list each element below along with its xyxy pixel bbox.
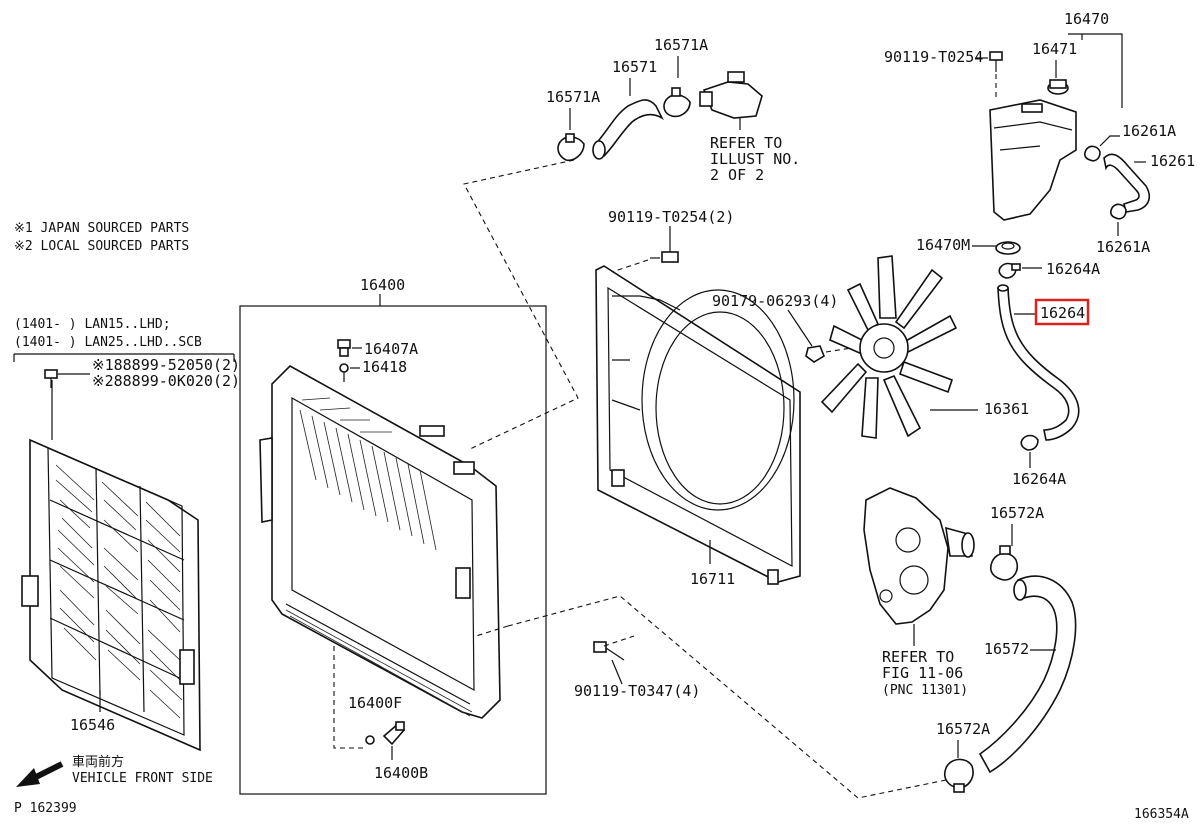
part-label-16711: 16711 bbox=[690, 570, 735, 588]
front-label-jp: 車両前方 bbox=[72, 754, 124, 770]
dashed-lower-hose-to-radiator bbox=[507, 595, 947, 799]
condition-lan25: (1401- ) LAN25..LHD..SCB bbox=[14, 335, 202, 350]
leader-90179-06293 bbox=[787, 309, 813, 347]
hose-clamp-16571a-left[interactable] bbox=[557, 133, 585, 162]
reservoir-cap-16471[interactable] bbox=[1047, 79, 1069, 95]
grille-panel-16546[interactable] bbox=[21, 438, 201, 752]
part-label-16400: 16400 bbox=[360, 276, 405, 294]
part-label-16572: 16572 bbox=[984, 640, 1029, 658]
hose-clamp-16264a-top[interactable] bbox=[998, 262, 1021, 279]
note-japan-sourced: ※1 JAPAN SOURCED PARTS bbox=[14, 221, 189, 236]
washer-16418[interactable] bbox=[339, 363, 349, 373]
radiator-16400[interactable] bbox=[259, 365, 501, 719]
radiator-cap-16407a[interactable] bbox=[337, 339, 351, 357]
condition-bracket bbox=[13, 353, 235, 362]
part-label-16470: 16470 bbox=[1064, 10, 1109, 28]
part-label-90119-t0254-2: 90119-T0254(2) bbox=[608, 208, 734, 226]
part-label-16471: 16471 bbox=[1032, 40, 1077, 58]
leader-16400f bbox=[333, 646, 366, 749]
part-label-16264: 16264 bbox=[1040, 304, 1085, 322]
part-label-16572a-bot: 16572A bbox=[936, 720, 990, 738]
part-label-90179-06293: 90179-06293(4) bbox=[712, 292, 838, 310]
part-label-16261a-top: 16261A bbox=[1122, 122, 1176, 140]
part-label-188899: ※188899-52050(2) bbox=[92, 356, 240, 374]
upper-hose-16571[interactable] bbox=[592, 99, 664, 160]
highlight-box-16264 bbox=[1034, 298, 1090, 326]
hose-clamp-16264a-bot[interactable] bbox=[1020, 434, 1039, 451]
overflow-hose-16261[interactable] bbox=[1103, 153, 1151, 213]
dashed-upper-hose-to-radiator bbox=[463, 159, 579, 451]
reservoir-hose-16264[interactable] bbox=[997, 284, 1080, 441]
part-label-16261: 16261 bbox=[1150, 152, 1195, 170]
note-local-sourced: ※2 LOCAL SOURCED PARTS bbox=[14, 239, 189, 254]
dashed-nut-to-fan bbox=[825, 345, 865, 353]
part-label-16572a-top: 16572A bbox=[990, 504, 1044, 522]
dashed-bolt-t0347 bbox=[603, 635, 635, 647]
part-label-16361: 16361 bbox=[984, 400, 1029, 418]
ref-fig-line1: REFER TO bbox=[882, 648, 954, 666]
hose-clamp-16571a-top[interactable] bbox=[663, 87, 691, 118]
front-direction-arrow-icon bbox=[16, 761, 64, 787]
dashed-bolt-to-shroud bbox=[611, 259, 649, 273]
gasket-16400f[interactable] bbox=[365, 735, 375, 745]
hose-clamp-16572a-bot[interactable] bbox=[943, 758, 974, 793]
part-label-16400b: 16400B bbox=[374, 764, 428, 782]
bolt-90119-t0254-shroud[interactable] bbox=[650, 251, 679, 263]
part-label-16571a-left: 16571A bbox=[546, 88, 600, 106]
radiator-group-box bbox=[239, 305, 547, 795]
hose-clamp-16261a-bot[interactable] bbox=[1110, 203, 1127, 220]
bolt-188899[interactable] bbox=[44, 369, 58, 388]
water-outlet-reference[interactable] bbox=[699, 71, 763, 130]
part-label-16418: 16418 bbox=[362, 358, 407, 376]
front-label-en: VEHICLE FRONT SIDE bbox=[72, 771, 213, 786]
hose-clamp-16572a-top[interactable] bbox=[989, 545, 1019, 581]
drain-cock-16400b[interactable] bbox=[382, 721, 406, 746]
dashed-lower-hose-end bbox=[475, 625, 509, 637]
grommet-16470m[interactable] bbox=[995, 241, 1021, 255]
bolt-90119-t0254-reservoir[interactable] bbox=[989, 51, 1003, 72]
part-label-16407a: 16407A bbox=[364, 340, 418, 358]
ref-fig-line3: (PNC 11301) bbox=[882, 683, 968, 698]
fan-16361[interactable] bbox=[820, 255, 958, 439]
leader-16261a-top bbox=[1099, 135, 1120, 147]
bolt-90119-t0347[interactable] bbox=[593, 641, 625, 661]
hose-clamp-16261a-top[interactable] bbox=[1084, 145, 1101, 162]
part-label-16400f: 16400F bbox=[348, 694, 402, 712]
ref-illust-line1: REFER TO bbox=[710, 134, 782, 152]
ref-illust-line2: ILLUST NO. bbox=[710, 150, 800, 168]
part-label-16264a-bot: 16264A bbox=[1012, 470, 1066, 488]
fan-shroud-16711[interactable] bbox=[595, 265, 801, 585]
part-label-90119-t0254-top: 90119-T0254 bbox=[884, 48, 983, 66]
condition-lan15: (1401- ) LAN15..LHD; bbox=[14, 317, 171, 332]
ref-fig-line2: FIG 11-06 bbox=[882, 664, 963, 682]
part-label-16571a-top: 16571A bbox=[654, 36, 708, 54]
ref-illust-line3: 2 OF 2 bbox=[710, 166, 764, 184]
part-label-288899: ※288899-0K020(2) bbox=[92, 372, 240, 390]
part-label-16571: 16571 bbox=[612, 58, 657, 76]
leader-90119-t0347 bbox=[611, 659, 623, 685]
part-label-90119-t0347: 90119-T0347(4) bbox=[574, 682, 700, 700]
lower-hose-16572[interactable] bbox=[978, 575, 1077, 774]
part-label-16470m: 16470M bbox=[916, 236, 970, 254]
part-label-16261a-bot: 16261A bbox=[1096, 238, 1150, 256]
reservoir-tank-16470[interactable] bbox=[989, 99, 1077, 221]
water-pump-reference[interactable] bbox=[863, 487, 975, 625]
nut-90179-06293[interactable] bbox=[805, 345, 825, 363]
illustration-number: 166354A bbox=[1134, 807, 1189, 822]
page-reference: P 162399 bbox=[14, 801, 77, 816]
leader-16470 bbox=[1068, 33, 1123, 108]
part-label-16546: 16546 bbox=[70, 716, 115, 734]
part-label-16264a-top: 16264A bbox=[1046, 260, 1100, 278]
